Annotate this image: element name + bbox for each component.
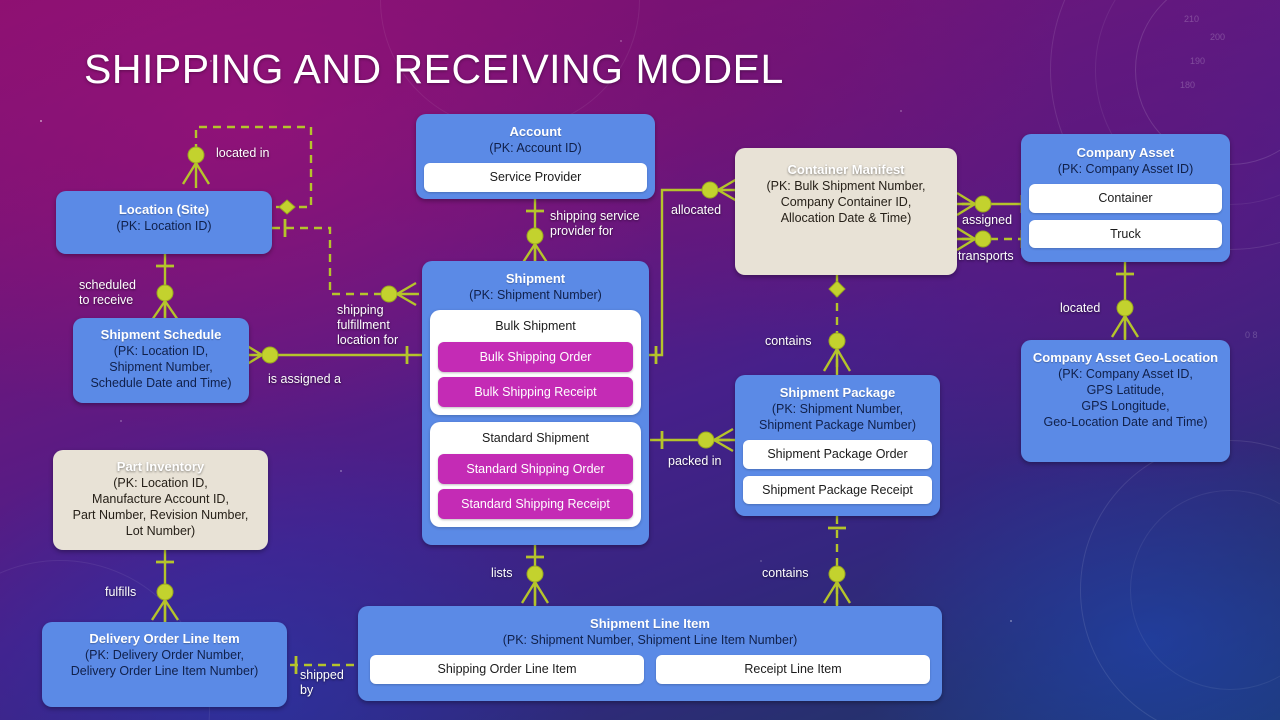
entity-primary-key: (PK: Account ID): [489, 141, 582, 156]
entity-delivery-order-line-item[interactable]: Delivery Order Line Item (PK: Delivery O…: [42, 622, 287, 707]
relationship-assigned: [954, 191, 1031, 217]
attribute-bulk-shipping-order[interactable]: Bulk Shipping Order: [438, 342, 633, 373]
entity-primary-key: (PK: Location ID, Shipment Number, Sched…: [90, 344, 232, 391]
relationship-located: [1110, 262, 1140, 340]
subtype-group-bulk-shipment: Bulk Shipment Bulk Shipping Order Bulk S…: [430, 310, 641, 416]
relationship-lists: [520, 545, 550, 606]
entity-company-asset[interactable]: Company Asset (PK: Company Asset ID) Con…: [1021, 134, 1230, 262]
relationship-label-allocated: allocated: [671, 203, 722, 217]
entity-company-asset-geo-location[interactable]: Company Asset Geo-Location (PK: Company …: [1021, 340, 1230, 462]
entity-location-site[interactable]: Location (Site) (PK: Location ID): [56, 191, 272, 254]
entity-account[interactable]: Account (PK: Account ID) Service Provide…: [416, 114, 655, 199]
decorative-tick-label: 0 8: [1245, 330, 1258, 340]
relationship-label-assigned: assigned: [962, 213, 1013, 227]
relationship-scheduled-to-receive: [151, 254, 179, 322]
relationship-contains-package: [822, 275, 852, 375]
entity-title: Part Inventory: [116, 459, 205, 474]
decorative-ring: [1080, 440, 1280, 720]
subtype-group-title: Standard Shipment: [481, 431, 589, 446]
attribute-shipment-package-receipt[interactable]: Shipment Package Receipt: [743, 475, 932, 505]
entity-primary-key: (PK: Location ID, Manufacture Account ID…: [72, 476, 249, 539]
entity-title: Account: [509, 124, 562, 139]
relationship-label-located: located: [1060, 301, 1101, 315]
entity-title: Shipment Package: [779, 385, 896, 400]
entity-container-manifest[interactable]: Container Manifest (PK: Bulk Shipment Nu…: [735, 148, 957, 275]
page-title: SHIPPING AND RECEIVING MODEL: [84, 46, 784, 92]
attribute-standard-shipping-order[interactable]: Standard Shipping Order: [438, 454, 633, 485]
relationship-label-contains-line-item: contains: [762, 566, 809, 580]
relationship-label-fulfills: fulfills: [105, 585, 137, 599]
relationship-transports: [954, 226, 1031, 252]
entity-shipment-line-item[interactable]: Shipment Line Item (PK: Shipment Number,…: [358, 606, 942, 701]
relationship-label-lists: lists: [491, 566, 513, 580]
entity-title: Company Asset: [1076, 145, 1175, 160]
entity-shipment-package[interactable]: Shipment Package (PK: Shipment Number, S…: [735, 375, 940, 516]
relationship-label-is-assigned-a: is assigned a: [268, 372, 341, 386]
relationship-label-shipping-service-provider-for: shipping service provider for: [550, 209, 640, 238]
entity-primary-key: (PK: Shipment Number): [469, 288, 602, 303]
relationship-label-packed-in: packed in: [668, 454, 722, 468]
entity-title: Shipment Line Item: [590, 616, 710, 631]
entity-primary-key: (PK: Delivery Order Number, Delivery Ord…: [70, 648, 259, 679]
attribute-truck[interactable]: Truck: [1029, 219, 1222, 249]
entity-part-inventory[interactable]: Part Inventory (PK: Location ID, Manufac…: [53, 450, 268, 550]
entity-title: Shipment: [505, 271, 566, 286]
entity-primary-key: (PK: Company Asset ID, GPS Latitude, GPS…: [1043, 367, 1208, 430]
relationship-label-contains-package: contains: [765, 334, 812, 348]
attribute-shipment-package-order[interactable]: Shipment Package Order: [743, 440, 932, 469]
entity-title: Container Manifest: [787, 162, 905, 177]
entity-title: Location (Site): [118, 202, 210, 217]
relationship-label-shipped-by: shipped by: [300, 668, 344, 697]
entity-title: Delivery Order Line Item: [89, 631, 240, 646]
subtype-group-title: Bulk Shipment: [495, 319, 576, 334]
attribute-shipping-order-line-item[interactable]: Shipping Order Line Item: [370, 655, 644, 684]
relationship-label-located-in: located in: [216, 146, 270, 160]
relationship-packed-in: [650, 427, 736, 453]
relationship-label-scheduled-to-receive: scheduled to receive: [79, 278, 136, 307]
relationship-label-transports: transports: [958, 249, 1014, 263]
relationship-shipping-fulfillment-location-for: [272, 219, 419, 307]
subtype-group-standard-shipment: Standard Shipment Standard Shipping Orde…: [430, 422, 641, 528]
entity-title: Company Asset Geo-Location: [1032, 350, 1219, 365]
attribute-container[interactable]: Container: [1029, 184, 1222, 213]
entity-primary-key: (PK: Shipment Number, Shipment Package N…: [758, 402, 917, 433]
attribute-bulk-shipping-receipt[interactable]: Bulk Shipping Receipt: [438, 377, 633, 408]
entity-title: Shipment Schedule: [100, 327, 222, 342]
attribute-receipt-line-item[interactable]: Receipt Line Item: [656, 655, 930, 684]
decorative-ring: [1130, 490, 1280, 690]
entity-shipment-schedule[interactable]: Shipment Schedule (PK: Location ID, Ship…: [73, 318, 249, 403]
relationship-shipping-service-provider-for: [520, 199, 550, 266]
entity-primary-key: (PK: Shipment Number, Shipment Line Item…: [502, 633, 798, 648]
relationship-contains-line-item: [822, 516, 852, 606]
entity-primary-key: (PK: Location ID): [116, 219, 212, 234]
attribute-service-provider[interactable]: Service Provider: [424, 163, 647, 192]
entity-primary-key: (PK: Bulk Shipment Number, Company Conta…: [766, 179, 926, 226]
entity-primary-key: (PK: Company Asset ID): [1057, 162, 1194, 177]
relationship-fulfills: [150, 550, 180, 623]
decorative-tick-arc: 210 200 190 180: [1180, 14, 1226, 90]
attribute-standard-shipping-receipt[interactable]: Standard Shipping Receipt: [438, 489, 633, 520]
entity-shipment[interactable]: Shipment (PK: Shipment Number) Bulk Ship…: [422, 261, 649, 545]
relationship-label-shipping-fulfillment-location-for: shipping fulfillment location for: [337, 303, 399, 347]
